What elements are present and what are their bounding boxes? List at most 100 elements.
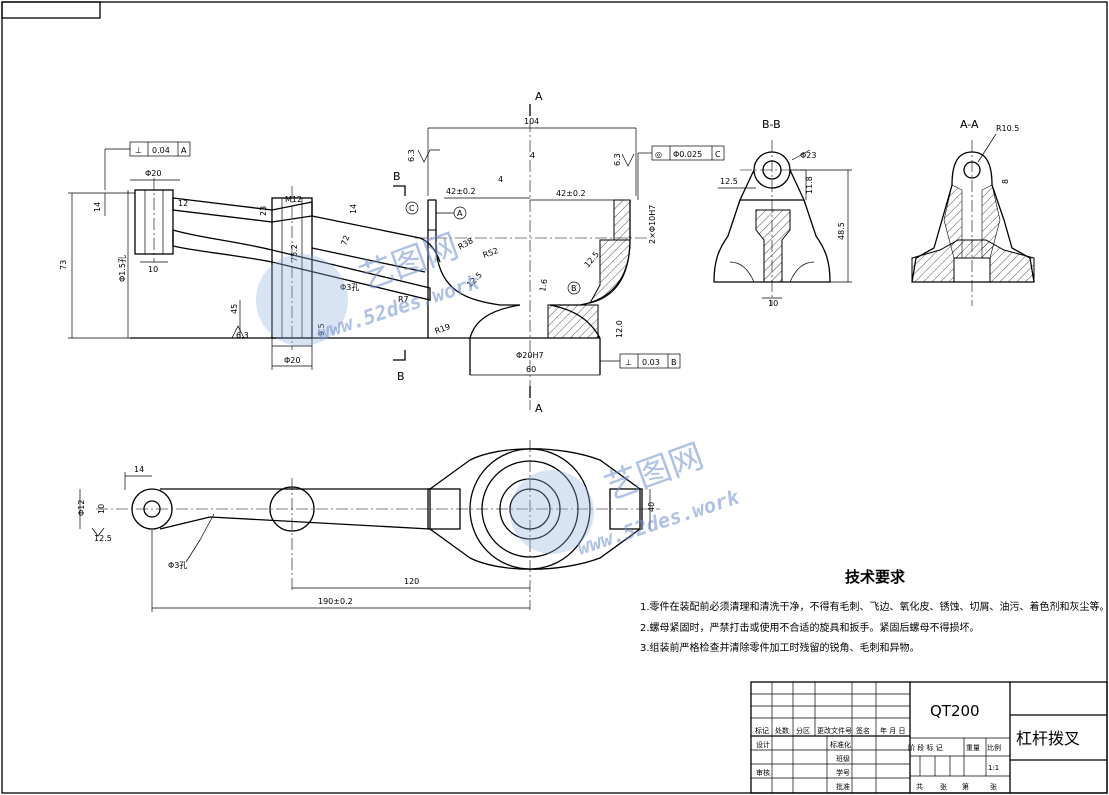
top-dim-120: 120 <box>404 577 419 586</box>
svg-text:C: C <box>715 150 721 159</box>
sheet-no-label: 第 <box>962 782 969 791</box>
top-dim-phi12: Φ12 <box>77 500 86 516</box>
dim-phi-left: Φ1.5孔 <box>118 255 127 282</box>
section-a-top: A <box>535 90 543 103</box>
dim-phi20-top: Φ20 <box>145 169 161 178</box>
svg-text:www.52des.work: www.52des.work <box>574 485 743 560</box>
weight-label: 重量 <box>966 744 980 752</box>
dim-12-5-fork-b: 12.5 <box>583 250 601 269</box>
dim-42-right: 42±0.2 <box>556 189 586 198</box>
top-view: 14 Φ12 10 12.5 Φ3孔 120 190±0.2 40 <box>77 440 660 612</box>
rough-6-3-top-left: 6.3 <box>407 149 416 162</box>
col-zone: 分区 <box>796 726 810 735</box>
svg-text:0.03: 0.03 <box>642 358 660 367</box>
dim-12-0: 12.0 <box>615 320 624 338</box>
col-mark: 标记 <box>755 726 769 735</box>
dim-4a: 4 <box>530 151 535 160</box>
aa-title: A-A <box>960 118 979 131</box>
concentricity-tolerance: ◎ Φ0.025 C <box>637 145 725 200</box>
scale-label: 比例 <box>987 743 1001 752</box>
dim-42-left: 42±0.2 <box>446 187 476 196</box>
datum-a: A <box>457 209 463 218</box>
dim-m12: M12 <box>285 195 302 204</box>
section-bb-view: B-B Φ23 12.5 11.8 48.5 10 <box>713 118 852 308</box>
sheet-unit-label: 张 <box>940 782 947 791</box>
svg-text:◎: ◎ <box>655 150 662 159</box>
top-dim-40: 40 <box>647 502 656 512</box>
front-view: 104 Φ20 12 73 14 Φ1.5孔 10 M12 23 14 72 7… <box>59 90 725 415</box>
col-count: 处数 <box>775 726 789 735</box>
dim-phi3: Φ3孔 <box>340 283 359 292</box>
dim-phi20-bottom: Φ20 <box>284 356 300 365</box>
dim-9-5: 9.5 <box>317 323 326 336</box>
requirement-3: 3.组装前严格检查并清除零件加工时残留的锐角、毛刺和异物。 <box>640 641 920 654</box>
dim-10-bottom: 10 <box>148 265 158 274</box>
dim-23: 23 <box>259 206 268 216</box>
top-dim-190: 190±0.2 <box>318 597 353 606</box>
dim-45: 45 <box>230 304 239 314</box>
col-date: 年 月 日 <box>880 726 905 735</box>
scale-value: 1:1 <box>988 764 999 772</box>
bb-48-5: 48.5 <box>837 222 846 240</box>
dim-60: 60 <box>526 365 536 374</box>
dim-75: 75.2 <box>290 244 299 262</box>
dim-4b: 4 <box>498 175 503 184</box>
dim-104: 104 <box>524 117 539 126</box>
part-name: 杠杆拨叉 <box>1016 729 1080 748</box>
bb-11-8: 11.8 <box>805 176 814 194</box>
dim-r52: R52 <box>482 246 500 260</box>
col-sign: 签名 <box>856 726 870 735</box>
dim-1-6: 1.6 <box>538 278 549 292</box>
dim-r38: R38 <box>457 236 475 252</box>
perp-tolerance-top: ⊥ 0.04 A <box>104 141 191 190</box>
drafting-label: 学号 <box>836 768 850 777</box>
datum-b: B <box>571 284 577 293</box>
requirement-1: 1.零件在装配前必须清理和清洗干净，不得有毛刺、飞边、氧化皮、锈蚀、切屑、油污、… <box>640 600 1109 613</box>
svg-text:A: A <box>181 146 187 155</box>
approve-label: 批准 <box>836 782 850 791</box>
requirements-title: 技术要求 <box>845 568 906 586</box>
col-change: 更改文件号 <box>817 726 852 735</box>
section-aa-view: A-A R10.5 8 <box>911 118 1035 306</box>
svg-text:0.04: 0.04 <box>152 146 170 155</box>
bb-10: 10 <box>768 299 778 308</box>
rough-6-3-top-right: 6.3 <box>613 153 622 166</box>
perp-tolerance-bottom: ⊥ 0.03 B <box>600 353 681 369</box>
material: QT200 <box>930 702 980 720</box>
dim-r7: R7 <box>398 295 409 304</box>
rough-6-3-left: 6.3 <box>236 331 249 340</box>
section-a-bottom: A <box>535 402 543 415</box>
dim-72: 72 <box>339 234 351 247</box>
bb-title: B-B <box>762 118 781 131</box>
title-block: 标记 处数 分区 更改文件号 签名 年 月 日 设计 标准化 班级 审核 学号 … <box>750 681 1108 794</box>
top-dim-10: 10 <box>97 504 106 514</box>
svg-text:Φ0.025: Φ0.025 <box>673 150 702 159</box>
bb-12-5: 12.5 <box>720 177 738 186</box>
top-dim-12-5: 12.5 <box>94 534 112 543</box>
svg-text:⊥: ⊥ <box>135 146 142 155</box>
dim-r19: R19 <box>434 322 452 336</box>
review-label: 审核 <box>756 768 770 777</box>
dim-73: 73 <box>59 260 68 270</box>
school-label: 班级 <box>836 754 850 763</box>
aa-8: 8 <box>1001 179 1010 184</box>
technical-requirements: 技术要求 1.零件在装配前必须清理和清洗干净，不得有毛刺、飞边、氧化皮、锈蚀、切… <box>640 568 1109 654</box>
sheet-unit2-label: 张 <box>990 782 997 791</box>
dim-14-left: 14 <box>93 202 102 212</box>
top-hole-note: Φ3孔 <box>168 561 187 570</box>
standardize-label: 标准化 <box>830 740 851 749</box>
dim-12-top: 12 <box>178 199 188 208</box>
svg-text:⊥: ⊥ <box>625 358 632 367</box>
total-sheets-label: 共 <box>916 782 923 791</box>
design-label: 设计 <box>756 740 770 749</box>
top-dim-14: 14 <box>134 465 144 474</box>
section-b-bottom: B <box>397 370 405 383</box>
corner-tab <box>1 1 101 19</box>
aa-r10-5: R10.5 <box>996 124 1019 133</box>
bb-phi23: Φ23 <box>800 151 816 160</box>
section-b-top: B <box>393 170 401 183</box>
datum-c: C <box>409 204 415 213</box>
dim-14-mid: 14 <box>349 204 358 214</box>
